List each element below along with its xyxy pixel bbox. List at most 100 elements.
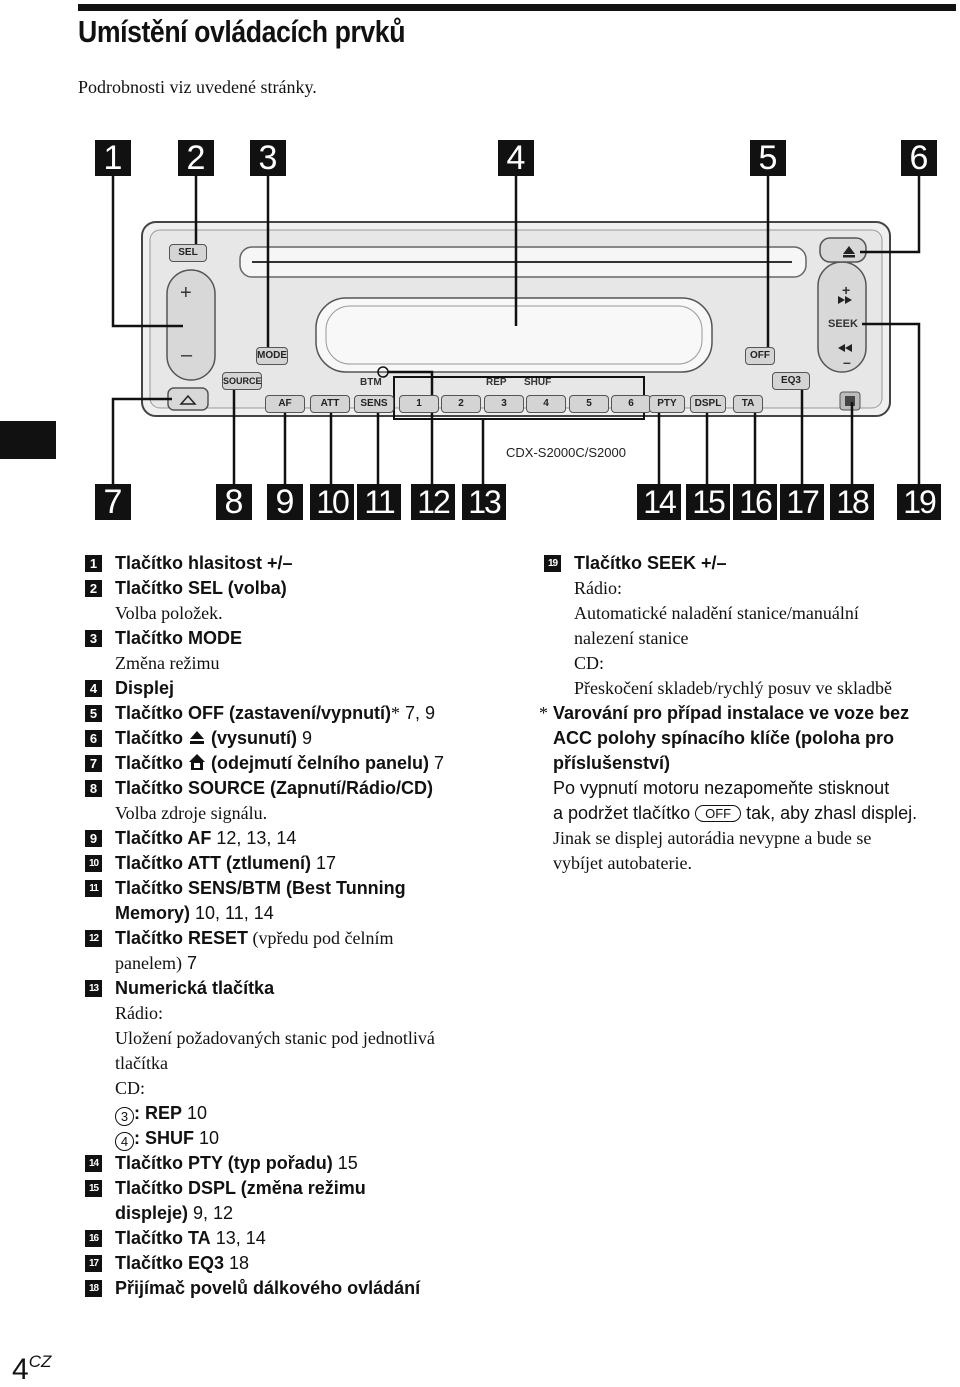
item-description: CD: [574, 653, 605, 673]
key-4: 4 [526, 395, 566, 413]
item-description: Změna režimu [115, 653, 220, 673]
item-continuation: displeje) 9, 12 [115, 1203, 234, 1223]
vol-plus-label: + [180, 282, 192, 304]
item-description: 3: REP 10 [80, 1101, 520, 1126]
note-line: Jinak se displej autorádia nevypne a bud… [553, 828, 872, 848]
key-5: 5 [569, 395, 609, 413]
off-key: OFF [745, 347, 775, 365]
callout-7: 7 [95, 484, 131, 521]
callout-15: 15 [686, 484, 730, 520]
note-line: Po vypnutí motoru nezapomeňte stisknout [553, 778, 890, 798]
key-sens: SENS [354, 395, 394, 413]
item-description: Volba zdroje signálu. [115, 803, 268, 823]
callout-1: 1 [95, 140, 131, 177]
item-continuation: panelem) 7 [115, 953, 197, 973]
callout-3: 3 [250, 140, 286, 177]
item-description: Uložení požadovaných stanic pod jednotli… [115, 1028, 435, 1048]
callout-14: 14 [637, 484, 681, 520]
model-name: CDX-S2000C/S2000 [506, 445, 626, 460]
warning-line: Varování pro případ instalace ve voze be… [553, 703, 910, 723]
key-3-icon: 3 [115, 1107, 134, 1126]
top-rule [78, 4, 956, 11]
callout-6: 6 [901, 140, 937, 177]
callout-4: 4 [498, 140, 534, 177]
item-description: Rádio: [115, 1003, 163, 1023]
callout-9: 9 [267, 484, 303, 521]
key-1: 1 [399, 395, 439, 413]
footnote: * Varování pro případ instalace ve voze … [539, 701, 959, 876]
key-ta: TA [733, 395, 763, 413]
rep-label: REP [486, 377, 507, 388]
key-4-icon: 4 [115, 1132, 134, 1151]
eq3-key: EQ3 [772, 372, 810, 390]
item-description: Přeskočení skladeb/rychlý posuv ve sklad… [574, 678, 892, 698]
note-line: a podržet tlačítko OFF tak, aby zhasl di… [553, 803, 918, 823]
off-key-icon: OFF [695, 805, 742, 822]
callout-13: 13 [462, 484, 506, 520]
source-key: SOURCE [222, 372, 262, 390]
footnote-mark: * [539, 703, 548, 723]
key-pty: PTY [649, 395, 685, 413]
item-description: nalezení stanice [574, 628, 689, 648]
item-description: tlačítka [115, 1053, 168, 1073]
item-description: CD: [115, 1078, 146, 1098]
vol-minus-label: – [181, 344, 193, 366]
key-3: 3 [484, 395, 524, 413]
item-description: Volba položek. [115, 603, 223, 623]
callout-12: 12 [411, 484, 455, 520]
callout-11: 11 [357, 484, 401, 520]
page-title: Umístění ovládacích prvků [78, 14, 406, 49]
callout-8: 8 [216, 484, 252, 521]
callout-18: 18 [830, 484, 874, 520]
item-description: 4: SHUF 10 [80, 1126, 520, 1151]
panel-release-icon [189, 754, 206, 770]
key-att: ATT [310, 395, 350, 413]
key-dspl: DSPL [690, 395, 726, 413]
item-continuation: Memory) 10, 11, 14 [115, 903, 274, 923]
page-subtitle: Podrobnosti viz uvedené stránky. [78, 77, 317, 97]
seek-label: SEEK [828, 318, 858, 330]
callout-17: 17 [780, 484, 824, 520]
shuf-label: SHUF [524, 377, 552, 388]
key-af: AF [265, 395, 305, 413]
sel-key: SEL [169, 244, 207, 262]
warning-line: příslušenství) [553, 753, 671, 773]
note-line: vybíjet autobaterie. [553, 853, 692, 873]
panel-drawing [111, 176, 921, 484]
key-6: 6 [611, 395, 651, 413]
side-tab-marker [0, 421, 56, 459]
callout-10: 10 [310, 484, 354, 520]
callout-2: 2 [178, 140, 214, 177]
callout-5: 5 [750, 140, 786, 177]
callout-19: 19 [897, 484, 941, 520]
seek-minus-label: – [843, 354, 851, 370]
page-number: 4CZ [12, 1352, 52, 1386]
mode-key: MODE [256, 347, 288, 365]
item-description: Automatické naladění stanice/manuální [574, 603, 859, 623]
seek-plus-label: + [842, 282, 851, 298]
eject-icon [190, 731, 205, 744]
btm-label: BTM [360, 377, 382, 388]
callout-16: 16 [733, 484, 777, 520]
item-description: Rádio: [574, 578, 622, 598]
